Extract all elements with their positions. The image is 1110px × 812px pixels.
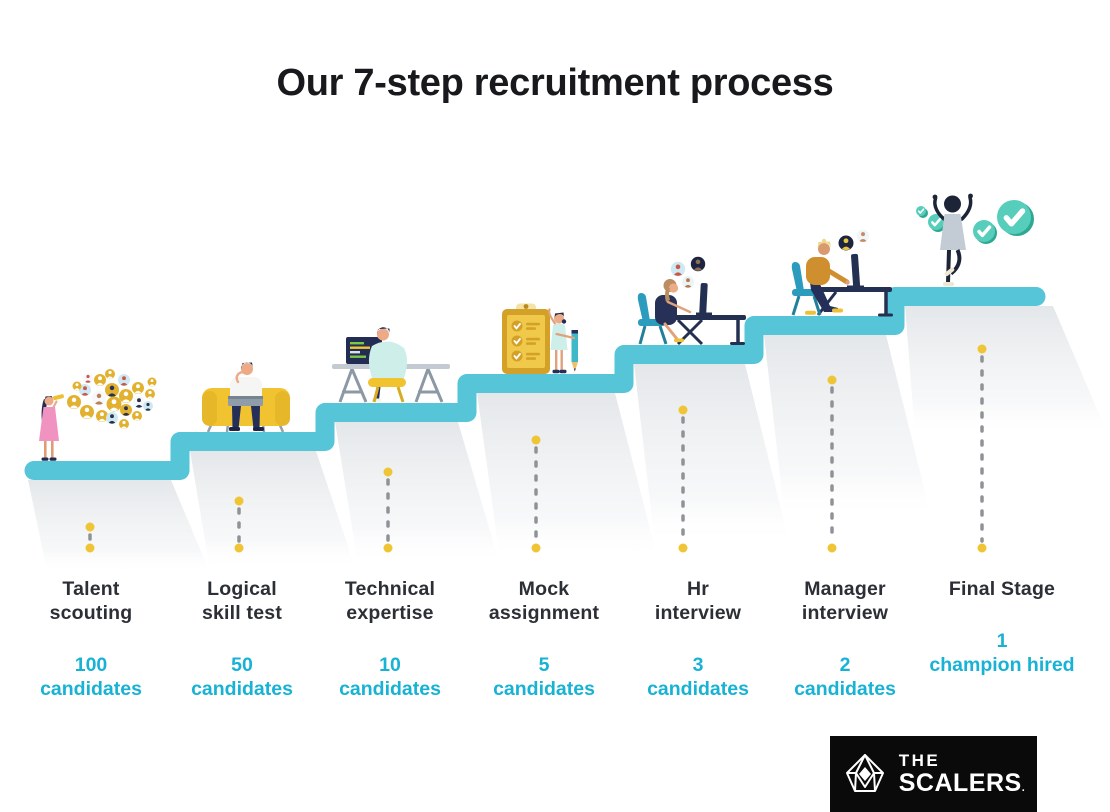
step-count-line2: candidates xyxy=(647,678,749,700)
scout-woman xyxy=(39,394,64,461)
step-label: Talent scouting xyxy=(6,577,176,625)
step-column-talent-scouting: Talent scouting 100 candidates xyxy=(6,577,176,701)
step-count-line2: candidates xyxy=(191,678,293,700)
hr-woman xyxy=(637,279,692,345)
logo-text: THE SCALERS. xyxy=(899,752,1026,796)
step-label-line2: interview xyxy=(801,602,889,624)
checklist-clipboard xyxy=(502,303,550,374)
connector-2 xyxy=(234,496,244,553)
check-badges xyxy=(915,200,1034,244)
step-label-line1: Final Stage xyxy=(948,578,1056,600)
step-label-line2: expertise xyxy=(346,602,434,624)
step-label: Final Stage xyxy=(917,577,1087,601)
step-label-line2: interview xyxy=(654,602,742,624)
step-count-line2: champion hired xyxy=(929,654,1075,676)
armchair xyxy=(202,388,290,426)
step-count-line1: 50 xyxy=(231,654,253,676)
step-label-line2: scouting xyxy=(49,602,133,624)
logo-line-scalers: SCALERS. xyxy=(898,769,1026,797)
connector-3 xyxy=(383,467,393,553)
step-label-line1: Hr xyxy=(686,578,710,600)
illustration-manager-interview xyxy=(791,229,893,317)
illustration-talent-scouting xyxy=(39,369,157,461)
illustration-logical-skill-test xyxy=(202,362,290,433)
celebrating-person xyxy=(932,193,973,287)
manager-man xyxy=(791,238,850,316)
illustration-final-stage xyxy=(915,193,1034,287)
step-count: 5 candidates xyxy=(459,653,629,701)
step-label-line2: assignment xyxy=(488,602,600,624)
step-label-line2: skill test xyxy=(201,602,283,624)
step-label: Hr interview xyxy=(613,577,783,625)
step-label-line1: Talent xyxy=(62,578,120,600)
step-count-line2: candidates xyxy=(339,678,441,700)
interview-desk xyxy=(668,282,746,346)
step-label-line1: Logical xyxy=(207,578,277,600)
step-count-line1: 3 xyxy=(692,654,704,676)
candidate-avatar-cloud xyxy=(67,369,157,429)
candidate-bubbles xyxy=(838,229,870,251)
connector-6 xyxy=(827,375,837,553)
step-count-line1: 2 xyxy=(839,654,851,676)
step-column-logical-skill-test: Logical skill test 50 candidates xyxy=(157,577,327,701)
staircase xyxy=(24,287,1046,480)
step-count-line1: 1 xyxy=(996,630,1008,652)
logo-line-the: THE xyxy=(898,751,941,770)
step-label: Logical skill test xyxy=(157,577,327,625)
step-count: 3 candidates xyxy=(613,653,783,701)
step-column-technical-expertise: Technical expertise 10 candidates xyxy=(305,577,475,701)
step-label-line1: Technical xyxy=(344,578,436,600)
logo-trademark-dot: . xyxy=(1021,782,1026,794)
step-count: 50 candidates xyxy=(157,653,327,701)
thinking-man xyxy=(228,362,264,431)
page-title: Our 7-step recruitment process xyxy=(276,62,834,104)
step-label: Mock assignment xyxy=(459,577,629,625)
step-count-line1: 10 xyxy=(379,654,401,676)
assignment-woman xyxy=(548,308,576,374)
stool xyxy=(368,378,406,387)
step-count: 1 champion hired xyxy=(917,629,1087,677)
step-count-line1: 5 xyxy=(538,654,550,676)
step-count: 100 candidates xyxy=(6,653,176,701)
manager-desk xyxy=(816,253,893,317)
pencil xyxy=(571,330,578,372)
step-connectors xyxy=(85,344,987,553)
step-column-manager-interview: Manager interview 2 candidates xyxy=(760,577,930,701)
step-count-line2: candidates xyxy=(493,678,595,700)
connector-1 xyxy=(85,522,95,553)
step-column-final-stage: Final Stage 1 champion hired xyxy=(917,577,1087,677)
step-label-line1: Manager xyxy=(804,578,886,600)
illustration-technical-expertise xyxy=(332,327,450,403)
connector-5 xyxy=(678,405,688,553)
step-count-line2: candidates xyxy=(794,678,896,700)
connector-7 xyxy=(977,344,987,553)
connector-4 xyxy=(531,435,541,553)
step-label-line1: Mock xyxy=(518,578,570,600)
step-column-hr-interview: Hr interview 3 candidates xyxy=(613,577,783,701)
the-scalers-logo: THE SCALERS. xyxy=(830,736,1037,812)
step-count: 10 candidates xyxy=(305,653,475,701)
checklist-rows xyxy=(511,320,540,362)
step-count: 2 candidates xyxy=(760,653,930,701)
step-label: Technical expertise xyxy=(305,577,475,625)
developer xyxy=(368,327,408,403)
scalers-gem-icon xyxy=(845,754,884,792)
step-count-line1: 100 xyxy=(74,654,108,676)
trestle-desk-legs xyxy=(338,368,444,403)
step-label: Manager interview xyxy=(760,577,930,625)
illustration-mock-assignment xyxy=(502,303,578,374)
step-count-line2: candidates xyxy=(40,678,142,700)
illustration-hr-interview xyxy=(637,256,746,346)
step-column-mock-assignment: Mock assignment 5 candidates xyxy=(459,577,629,701)
step-shadows xyxy=(28,306,1108,575)
